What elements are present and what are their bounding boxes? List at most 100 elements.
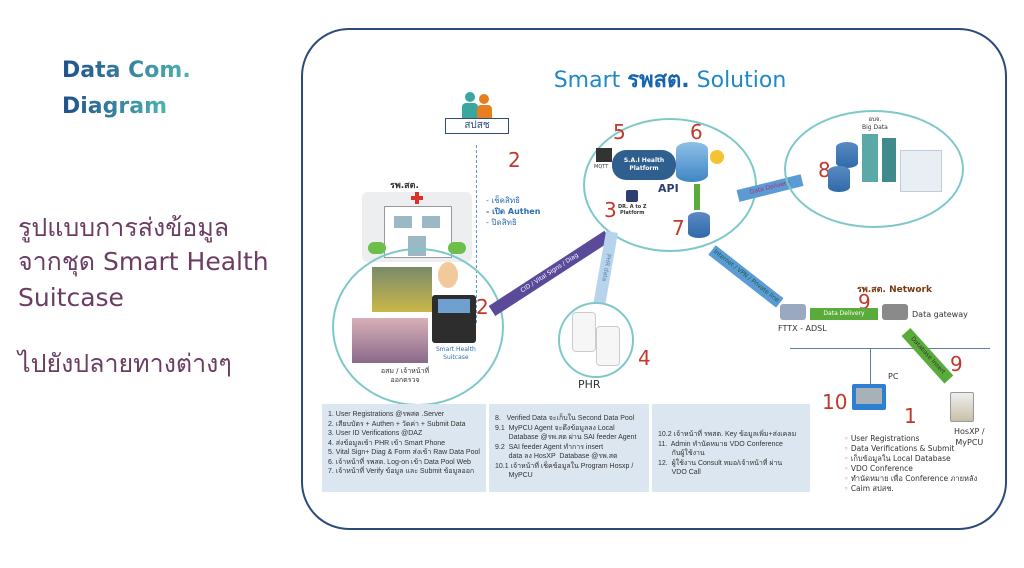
sync-arrow [694,184,700,210]
network-data-delivery-arrow: Data Delivery [810,308,878,320]
step-number-4: 4 [638,346,651,370]
analyst-workstation-icon [900,150,942,192]
step-line: 10.1 เจ้าหน้าที่ เช็คข้อมูลใน Program Ho… [495,462,634,470]
server-rack-icon [882,138,896,182]
step-line: กับผู้ใช้งาน [658,450,705,457]
diagram-frame [301,28,1007,530]
heading-line-2: Diagram [62,94,168,119]
step-line: MyPCU [495,472,533,479]
title-thai: รพสต. [627,68,690,93]
phone-icon [572,312,596,352]
step-line: 9.1 MyPCU Agent จะดึงข้อมูลลง Local [495,424,615,432]
hosxp-label-1: HosXP / [954,427,985,436]
steps-box-3: 10.2 เจ้าหน้าที่ รพสต. Key ข้อมูลเพิ่ม+ส… [652,404,810,492]
suitcase-label-1: Smart Health [436,346,476,353]
router-icon [780,304,806,320]
big-data-database-icon [828,166,850,192]
big-data-label: อบจ.Big Data [862,116,888,132]
big-data-database-icon [836,142,858,168]
step-line: 9.2 SAI feeder Agent ทำการ insert [495,443,604,451]
step-line: 12. ผู้ใช้งาน Consult หมอ/เจ้าหน้าที่ ผ่… [658,459,783,467]
steps-box-2: 8. Verified Data จะเก็บใน Second Data Po… [489,404,649,492]
hosxp-server-icon [950,392,974,422]
field-photo-1 [372,267,432,312]
sai-health-platform-icon: S.A.I Health Platform [612,150,676,180]
description-line-4: ไปยังปลายทางต่างๆ [18,349,232,378]
fttx-label: FTTX - ADSL [778,324,827,333]
web-icon [710,150,724,164]
pc-function-item: Caim สปสช. [844,484,977,494]
api-label: API [658,182,679,195]
phr-circle [558,302,634,378]
title-suffix: Solution [689,68,787,93]
big-data-label-1: อบจ. [868,116,882,123]
data-pool-database-icon [676,142,708,182]
step-line: 1. User Registrations @รพสต .Server [328,411,445,418]
field-staff-label-1: อสม / เจ้าหน้าที่ [380,367,430,375]
server-rack-icon [862,134,878,182]
title-prefix: Smart [553,68,628,93]
step-line: Database @รพ.สต ผ่าน SAI feeder Agent [495,434,637,441]
step-line: data ลง HosXP Database @รพ.สต [495,453,618,460]
step-number-2a: 2 [508,148,521,172]
suitcase-icon [432,295,476,343]
dr-a-to-z-icon [626,190,638,202]
auth-dotted-link [476,145,477,323]
pc-function-item: ทำนัดหมาย เพื่อ Conference ภายหลัง [844,474,977,484]
step-line: 3. User ID Verifications @DAZ [328,430,423,437]
step-line: 6. เจ้าหน้าที่ รพสต. Log-on เข้า Data Po… [328,458,471,466]
heading-line-1: Data Com. [62,58,191,83]
pc-function-item: เก็บข้อมูลใน Local Database [844,454,977,464]
step-line: 11. Admin ทำนัดหมาย VDO Conference [658,440,783,448]
step-line: 5. Vital Sign+ Diag & Form ส่งเข้า Raw D… [328,449,480,456]
hospital-icon [362,192,472,262]
lan-bus-line [790,348,990,349]
nhso-logo-text: สปสช [445,118,509,134]
step-line: 10.2 เจ้าหน้าที่ รพสต. Key ข้อมูลเพิ่ม+ส… [658,431,797,438]
auth-notes: - เช็คสิทธิ - เปิด Authen - ปิดสิทธิ [486,195,540,228]
step-line: VDO Call [658,469,701,476]
description-line-2: จากชุด Smart Health [18,247,269,276]
auth-note: - เช็คสิทธิ [486,196,520,205]
nhso-logo: สปสช [445,92,515,140]
auth-note: - เปิด Authen [486,207,541,216]
description-line-1: รูปแบบการส่งข้อมูล [18,213,230,242]
step-number-5: 5 [613,120,626,144]
phone-icon [596,326,620,366]
description-line-3: Suitcase [18,283,124,312]
second-pool-database-icon [688,212,710,238]
suitcase-label-2: Suitcase [443,354,469,361]
step-line: 2. เสียบบัตร + Authen + วัดค่า + Submit … [328,420,466,428]
steps-box-1: 1. User Registrations @รพสต .Server 2. เ… [322,404,486,492]
step-line: 8. Verified Data จะเก็บใน Second Data Po… [495,415,635,422]
network-label: รพ.สต. Network [857,285,932,295]
field-staff-label-2: ออกตรวจ [390,376,420,384]
diagram-title: Smart รพสต. Solution [480,62,860,97]
step-number-10: 10 [822,390,848,414]
dr-label-1: DR. A to Z [618,204,647,210]
step-number-7: 7 [672,216,685,240]
step-number-3: 3 [604,198,617,222]
mqtt-label: MQTT [594,164,609,170]
data-gateway-icon [882,304,908,320]
step-number-9b: 9 [950,352,963,376]
step-number-1: 1 [904,404,917,428]
doctor-avatar [438,262,458,288]
pc-function-item: VDO Conference [844,464,977,474]
step-number-8: 8 [818,158,831,182]
auth-note: - ปิดสิทธิ [486,218,517,227]
pc-drop-line [870,348,871,386]
field-staff-label: อสม / เจ้าหน้าที่ออกตรวจ [370,367,440,385]
big-data-label-2: Big Data [862,124,888,131]
field-photo-2 [352,318,428,363]
data-gateway-label: Data gateway [912,310,968,319]
big-data-ellipse [784,110,964,228]
pc-function-item: Data Verifications & Submit [844,444,977,454]
pc-function-list: User Registrations Data Verifications & … [844,434,977,494]
step-line: 7. เจ้าหน้าที่ Verify ข้อมูล และ Submit … [328,468,475,475]
pc-label: PC [888,372,899,381]
dr-label-2: Platform [620,210,645,216]
network-data-delivery-label: Data Delivery [823,310,865,317]
